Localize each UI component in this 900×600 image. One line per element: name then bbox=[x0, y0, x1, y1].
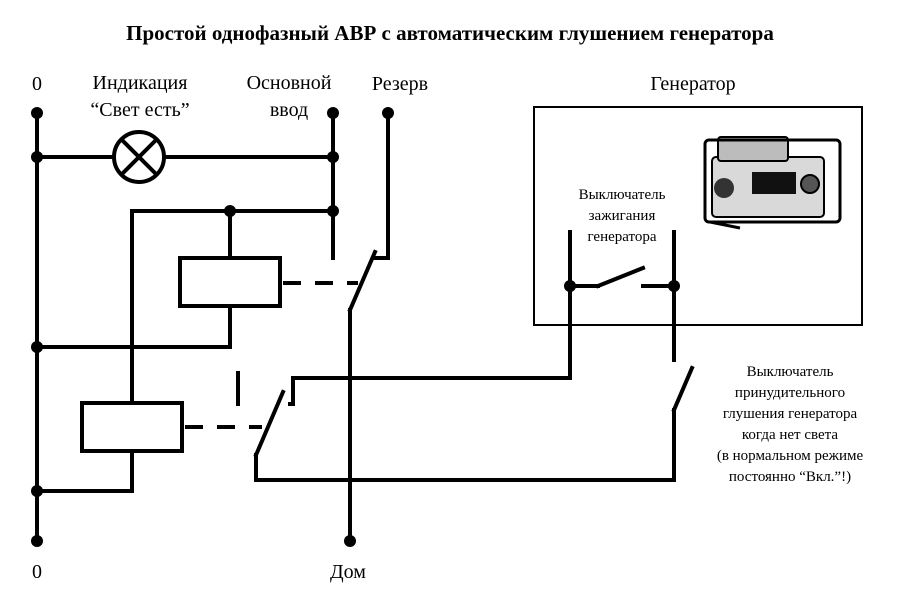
generator-icon bbox=[703, 136, 842, 230]
relay-2-coil bbox=[80, 401, 184, 453]
junction-dot bbox=[31, 151, 43, 163]
junction-dot bbox=[564, 280, 576, 292]
junction-dot bbox=[31, 485, 43, 497]
forced-stop-label-line2: принудительного bbox=[735, 385, 845, 401]
indication-label-line1: Индикация bbox=[93, 72, 188, 94]
relay-1-coil bbox=[178, 256, 282, 308]
house-label: Дом bbox=[330, 561, 366, 583]
junction-dot bbox=[31, 341, 43, 353]
ignition-switch-label-line2: зажигания bbox=[589, 208, 656, 224]
junction-dot bbox=[327, 151, 339, 163]
forced-stop-label-line3: глушения генератора bbox=[723, 406, 858, 422]
junction-dot bbox=[327, 205, 339, 217]
ignition-switch-blade bbox=[595, 265, 646, 289]
junction-dot bbox=[382, 107, 394, 119]
forced-stop-return-wire bbox=[254, 446, 676, 482]
junction-dot bbox=[31, 535, 43, 547]
ignition-link-wire bbox=[288, 284, 572, 406]
relay1-return-wire bbox=[35, 304, 232, 349]
forced-stop-label-line1: Выключатель bbox=[747, 364, 834, 380]
zero-label-top: 0 bbox=[32, 73, 42, 95]
junction-dot bbox=[344, 535, 356, 547]
forced-stop-switch-blade bbox=[671, 365, 695, 413]
ignition-switch-label-line1: Выключатель bbox=[579, 187, 666, 203]
diagram-title: Простой однофазный АВР с автоматическим … bbox=[126, 21, 774, 45]
forced-stop-label-line6: постоянно “Вкл.”!) bbox=[729, 469, 851, 485]
main-input-label-line2: ввод bbox=[270, 99, 308, 121]
junction-dot bbox=[224, 205, 236, 217]
main-input-label-line1: Основной bbox=[247, 72, 332, 94]
forced-stop-label-line5: (в нормальном режиме bbox=[717, 448, 864, 464]
zero-label-bottom: 0 bbox=[32, 561, 42, 583]
generator-label: Генератор bbox=[650, 73, 735, 95]
junction-dot bbox=[31, 107, 43, 119]
relay-2-contact bbox=[253, 389, 286, 458]
junction-dot bbox=[327, 107, 339, 119]
indication-label-line2: “Свет есть” bbox=[90, 99, 189, 121]
junction-dot bbox=[668, 280, 680, 292]
reserve-wire bbox=[373, 111, 390, 260]
reserve-label: Резерв bbox=[372, 73, 428, 95]
forced-stop-label-line4: когда нет света bbox=[742, 427, 839, 443]
ignition-switch-label-line3: генератора bbox=[587, 229, 656, 245]
indicator-lamp-icon bbox=[112, 130, 166, 184]
relay-1-contact bbox=[347, 249, 378, 313]
